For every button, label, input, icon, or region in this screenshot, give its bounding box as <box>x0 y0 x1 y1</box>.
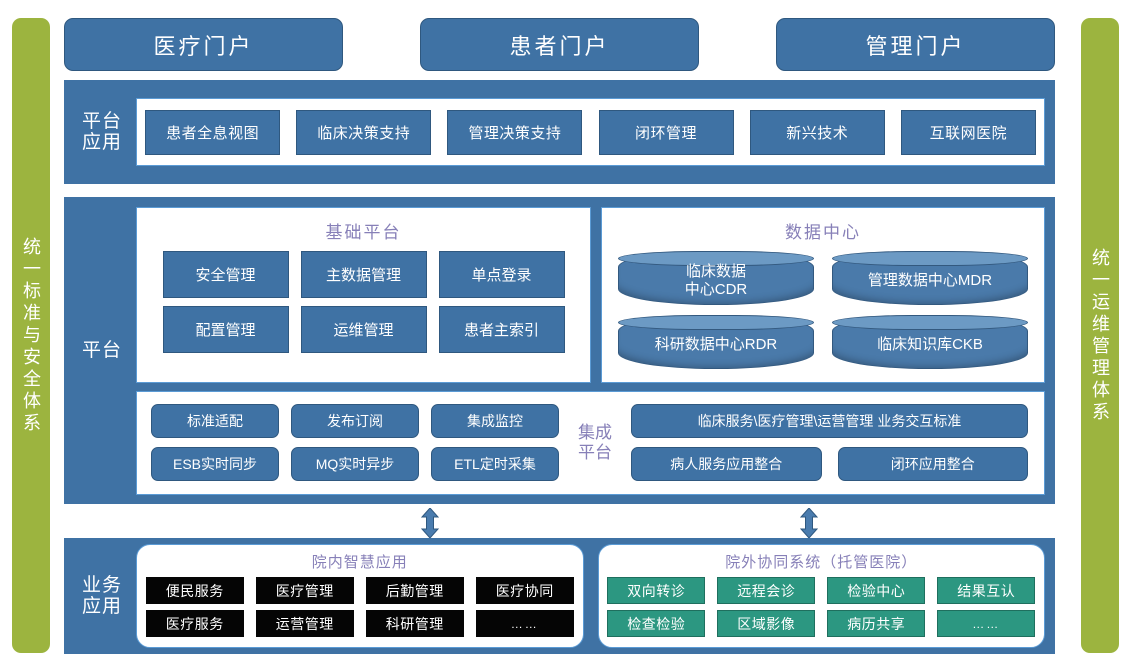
basic-configuration-management[interactable]: 配置管理 <box>162 305 289 353</box>
app-management-decision-support[interactable]: 管理决策支持 <box>447 109 583 155</box>
left-standard-security-bar-label: 统一标准与安全体系 <box>21 236 41 435</box>
integration-right-group: 临床服务\医疗管理\运营管理 业务交互标准 病人服务应用整合 闭环应用整合 <box>631 404 1028 481</box>
business-application-body: 院内智慧应用 便民服务 医疗管理 后勤管理 医疗协同 医疗服务 运营管理 科研管… <box>136 544 1045 648</box>
right-ops-management-bar-label: 统一运维管理体系 <box>1090 247 1110 424</box>
db-rdr-label: 科研数据中心RDR <box>654 335 778 353</box>
basic-security-management[interactable]: 安全管理 <box>162 250 289 298</box>
basic-platform-panel: 基础平台 安全管理 主数据管理 单点登录 配置管理 运维管理 患者主索引 <box>136 206 591 383</box>
biz-internal-more[interactable]: …… <box>475 610 574 637</box>
right-ops-management-bar: 统一运维管理体系 <box>1081 18 1119 653</box>
integration-etl-scheduled-collection[interactable]: ETL定时采集 <box>431 447 559 481</box>
data-center-grid: 临床数据 中心CDR 管理数据中心MDR 科研数据中心RDR 临床知识库CKB <box>618 250 1028 369</box>
business-application-layer-label-line2: 应用 <box>81 596 122 617</box>
ext-medical-record-sharing[interactable]: 病历共享 <box>827 610 926 637</box>
business-application-layer-label-line1: 业务 <box>81 574 122 596</box>
biz-logistics-management[interactable]: 后勤管理 <box>365 577 464 604</box>
db-ckb-label: 临床知识库CKB <box>877 335 983 353</box>
basic-platform-title: 基础平台 <box>325 222 402 242</box>
app-emerging-technology[interactable]: 新兴技术 <box>749 109 885 155</box>
integration-monitoring[interactable]: 集成监控 <box>431 404 559 438</box>
basic-master-data-management[interactable]: 主数据管理 <box>300 250 427 298</box>
external-collaboration-panel: 院外协同系统（托管医院） 双向转诊 远程会诊 检验中心 结果互认 检查检验 区域… <box>597 544 1045 648</box>
ext-examination-inspection[interactable]: 检查检验 <box>607 610 706 637</box>
biz-medical-service[interactable]: 医疗服务 <box>145 610 244 637</box>
app-internet-hospital[interactable]: 互联网医院 <box>900 109 1036 155</box>
integration-business-interaction-standard[interactable]: 临床服务\医疗管理\运营管理 业务交互标准 <box>631 404 1028 438</box>
platform-layer: 平台 基础平台 安全管理 主数据管理 单点登录 配置管理 运维管理 患者主索引 <box>64 197 1055 504</box>
portal-management[interactable]: 管理门户 <box>776 18 1055 71</box>
integration-platform-label-line2: 平台 <box>578 442 612 462</box>
platform-layer-label: 平台 <box>81 339 122 361</box>
database-cylinder-cdr[interactable]: 临床数据 中心CDR <box>618 250 814 305</box>
platform-layer-body: 基础平台 安全管理 主数据管理 单点登录 配置管理 运维管理 患者主索引 数据中… <box>136 197 1045 504</box>
integration-platform-label: 集成 平台 <box>573 423 617 462</box>
data-center-panel: 数据中心 临床数据 中心CDR 管理数据中心MDR 科研数据中心RD <box>601 206 1045 383</box>
db-cdr-line1: 临床数据 <box>685 263 746 281</box>
integration-left-grid: 标准适配 发布订阅 集成监控 ESB实时同步 MQ实时异步 ETL定时采集 <box>151 404 559 481</box>
basic-single-sign-on[interactable]: 单点登录 <box>438 250 565 298</box>
business-application-layer: 业务 应用 院内智慧应用 便民服务 医疗管理 后勤管理 医疗协同 医疗服务 运营… <box>64 538 1055 654</box>
external-collaboration-grid: 双向转诊 远程会诊 检验中心 结果互认 检查检验 区域影像 病历共享 …… <box>607 577 1036 637</box>
ext-two-way-referral[interactable]: 双向转诊 <box>607 577 706 604</box>
basic-patient-master-index[interactable]: 患者主索引 <box>438 305 565 353</box>
ext-result-mutual-recognition[interactable]: 结果互认 <box>937 577 1036 604</box>
biz-medical-management[interactable]: 医疗管理 <box>255 577 354 604</box>
app-patient-holographic-view[interactable]: 患者全息视图 <box>145 109 281 155</box>
database-cylinder-rdr[interactable]: 科研数据中心RDR <box>618 314 814 369</box>
platform-application-layer-label: 平台 应用 <box>74 111 130 154</box>
double-arrow-icon-left <box>419 508 441 538</box>
platform-application-list: 患者全息视图 临床决策支持 管理决策支持 闭环管理 新兴技术 互联网医院 <box>136 98 1045 166</box>
external-collaboration-title: 院外协同系统（托管医院） <box>725 554 918 571</box>
integration-esb-realtime-sync[interactable]: ESB实时同步 <box>151 447 279 481</box>
ext-testing-center[interactable]: 检验中心 <box>827 577 926 604</box>
biz-operation-management[interactable]: 运营管理 <box>255 610 354 637</box>
database-cylinder-ckb[interactable]: 临床知识库CKB <box>832 314 1028 369</box>
left-standard-security-bar: 统一标准与安全体系 <box>12 18 50 653</box>
internal-smart-application-panel: 院内智慧应用 便民服务 医疗管理 后勤管理 医疗协同 医疗服务 运营管理 科研管… <box>136 544 584 648</box>
integration-platform-label-line1: 集成 <box>578 422 612 442</box>
platform-top-row: 基础平台 安全管理 主数据管理 单点登录 配置管理 运维管理 患者主索引 数据中… <box>136 206 1045 383</box>
integration-publish-subscribe[interactable]: 发布订阅 <box>291 404 419 438</box>
ext-regional-imaging[interactable]: 区域影像 <box>717 610 816 637</box>
ext-more[interactable]: …… <box>937 610 1036 637</box>
basic-ops-management[interactable]: 运维管理 <box>300 305 427 353</box>
integration-closed-loop-app-integration[interactable]: 闭环应用整合 <box>837 447 1028 481</box>
biz-medical-collaboration[interactable]: 医疗协同 <box>475 577 574 604</box>
integration-standard-adaptation[interactable]: 标准适配 <box>151 404 279 438</box>
integration-patient-service-app-integration[interactable]: 病人服务应用整合 <box>631 447 822 481</box>
basic-platform-grid: 安全管理 主数据管理 单点登录 配置管理 运维管理 患者主索引 <box>162 250 565 353</box>
platform-application-layer-label-line1: 平台 <box>81 110 122 132</box>
integration-mq-realtime-async[interactable]: MQ实时异步 <box>291 447 419 481</box>
internal-smart-application-grid: 便民服务 医疗管理 后勤管理 医疗协同 医疗服务 运营管理 科研管理 …… <box>145 577 574 637</box>
internal-smart-application-title: 院内智慧应用 <box>311 554 408 571</box>
platform-application-layer-label-line2: 应用 <box>81 132 122 153</box>
app-clinical-decision-support[interactable]: 临床决策支持 <box>296 109 432 155</box>
integration-right-row2: 病人服务应用整合 闭环应用整合 <box>631 447 1028 481</box>
integration-platform-panel: 标准适配 发布订阅 集成监控 ESB实时同步 MQ实时异步 ETL定时采集 集成… <box>136 390 1045 495</box>
app-closed-loop-management[interactable]: 闭环管理 <box>598 109 734 155</box>
business-application-layer-label: 业务 应用 <box>74 575 130 618</box>
data-center-title: 数据中心 <box>785 222 861 242</box>
biz-convenience-service[interactable]: 便民服务 <box>145 577 244 604</box>
platform-application-layer: 平台 应用 患者全息视图 临床决策支持 管理决策支持 闭环管理 新兴技术 互联网… <box>64 80 1055 184</box>
double-arrow-icon-right <box>798 508 820 538</box>
db-mdr-label: 管理数据中心MDR <box>867 271 993 289</box>
portal-row: 医疗门户 患者门户 管理门户 <box>64 18 1055 71</box>
biz-research-management[interactable]: 科研管理 <box>365 610 464 637</box>
portal-medical[interactable]: 医疗门户 <box>64 18 343 71</box>
portal-patient[interactable]: 患者门户 <box>420 18 699 71</box>
ext-remote-consultation[interactable]: 远程会诊 <box>717 577 816 604</box>
database-cylinder-mdr[interactable]: 管理数据中心MDR <box>832 250 1028 305</box>
db-cdr-line2: 中心CDR <box>684 280 748 298</box>
